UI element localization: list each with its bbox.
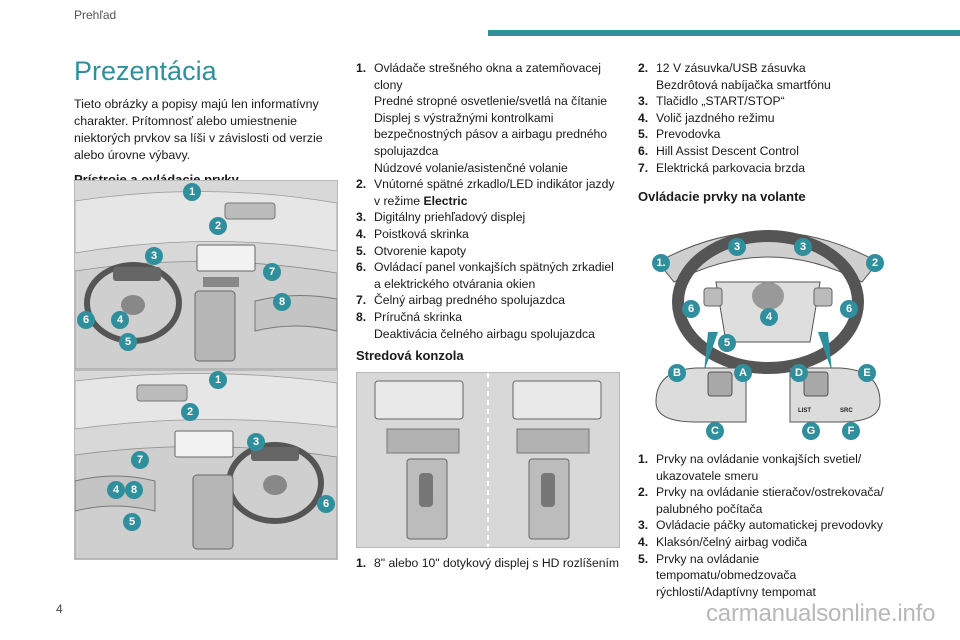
wheel-callout-2: 2 bbox=[866, 254, 884, 272]
wheel-illustration: 1. 3 3 2 6 6 4 5 B A D E LIST SRC C G F bbox=[646, 222, 890, 444]
list-item: 1.8" alebo 10" dotykový displej s HD roz… bbox=[356, 556, 620, 570]
callout-6: 6 bbox=[77, 311, 95, 329]
wheel-button-list: LIST bbox=[798, 408, 811, 414]
wheel-callout-A: A bbox=[734, 364, 752, 382]
list-item: 4.Klaksón/čelný airbag vodiča bbox=[638, 534, 808, 549]
list-item: 4.Poistková skrinka bbox=[356, 226, 469, 241]
page-title: Prezentácia bbox=[74, 56, 217, 86]
wheel-callout-C: C bbox=[706, 422, 724, 440]
list-item: 2.Prvky na ovládanie stieračov/ostrekova… bbox=[638, 485, 884, 516]
callout-8: 8 bbox=[125, 481, 143, 499]
wheel-callout-5: 5 bbox=[718, 334, 736, 352]
column-middle: 1.Ovládače strešného okna a zatemňovacej… bbox=[356, 60, 622, 342]
wheel-callout-F: F bbox=[842, 422, 860, 440]
page-header-bar bbox=[488, 30, 960, 36]
list-item: 5.Prvky na ovládanie tempomatu/obmedzova… bbox=[638, 551, 816, 599]
instruments-list: 1.Ovládače strešného okna a zatemňovacej… bbox=[356, 60, 622, 342]
list-item: 3.Digitálny priehľadový displej bbox=[356, 210, 526, 225]
page-number: 4 bbox=[56, 602, 63, 616]
intro-text: Tieto obrázky a popisy majú len informat… bbox=[74, 97, 323, 162]
dashboard-illustration-lhd: 1 2 3 7 8 6 4 5 bbox=[74, 180, 338, 370]
console-illustration bbox=[356, 372, 620, 548]
wheel-callout-E: E bbox=[858, 364, 876, 382]
callout-7: 7 bbox=[263, 263, 281, 281]
callout-5: 5 bbox=[123, 513, 141, 531]
wheel-callout-6: 6 bbox=[682, 300, 700, 318]
list-item: 7.Elektrická parkovacia brzda bbox=[638, 160, 806, 175]
column-left: Prezentácia Tieto obrázky a popisy majú … bbox=[74, 56, 338, 188]
list-item: 5.Otvorenie kapoty bbox=[356, 243, 467, 258]
callout-6: 6 bbox=[317, 495, 335, 513]
console-heading: Stredová konzola bbox=[356, 348, 464, 363]
wheel-callout-3b: 3 bbox=[794, 238, 812, 256]
wheel-list: 1.Prvky na ovládanie vonkajších svetiel/… bbox=[638, 451, 900, 600]
wheel-callout-B: B bbox=[668, 364, 686, 382]
callout-4: 4 bbox=[107, 481, 125, 499]
callout-2: 2 bbox=[209, 217, 227, 235]
list-item: 1.Prvky na ovládanie vonkajších svetiel/… bbox=[638, 452, 862, 483]
dashboard-illustration-rhd: 1 2 3 7 4 8 6 5 bbox=[74, 370, 338, 560]
wheel-button-src: SRC bbox=[840, 408, 853, 414]
callout-3: 3 bbox=[145, 247, 163, 265]
wheel-callout-1: 1. bbox=[652, 254, 670, 272]
page-header-title: Prehľad bbox=[74, 8, 117, 22]
callout-7: 7 bbox=[131, 451, 149, 469]
list-item: 5.Prevodovka bbox=[638, 127, 721, 142]
wheel-callout-G: G bbox=[802, 422, 820, 440]
list-item: 3.Tlačidlo „START/STOP“ bbox=[638, 94, 785, 109]
console-caption: 1.8" alebo 10" dotykový displej s HD roz… bbox=[356, 555, 622, 572]
callout-3: 3 bbox=[247, 433, 265, 451]
list-item: 1.Ovládače strešného okna a zatemňovacej… bbox=[356, 61, 608, 175]
callout-1: 1 bbox=[183, 183, 201, 201]
callout-1: 1 bbox=[209, 371, 227, 389]
callout-4: 4 bbox=[111, 311, 129, 329]
wheel-callout-3: 3 bbox=[728, 238, 746, 256]
list-item: 6.Ovládací panel vonkajších spätných zrk… bbox=[356, 260, 614, 291]
wheel-callout-4: 4 bbox=[760, 308, 778, 326]
wheel-callout-D: D bbox=[790, 364, 808, 382]
wheel-callout-6b: 6 bbox=[840, 300, 858, 318]
list-item: 6.Hill Assist Descent Control bbox=[638, 143, 799, 158]
callout-5: 5 bbox=[119, 333, 137, 351]
callout-8: 8 bbox=[273, 293, 291, 311]
callout-2: 2 bbox=[181, 403, 199, 421]
list-item: 3.Ovládacie páčky automatickej prevodovk… bbox=[638, 518, 883, 533]
list-item: 2.Vnútorné spätné zrkadlo/LED indikátor … bbox=[356, 177, 615, 208]
wheel-heading: Ovládacie prvky na volante bbox=[638, 189, 806, 204]
list-item: 4.Volič jazdného režimu bbox=[638, 110, 775, 125]
watermark: carmanualsonline.info bbox=[706, 600, 936, 627]
list-item: 7.Čelný airbag predného spolujazdca bbox=[356, 293, 566, 308]
